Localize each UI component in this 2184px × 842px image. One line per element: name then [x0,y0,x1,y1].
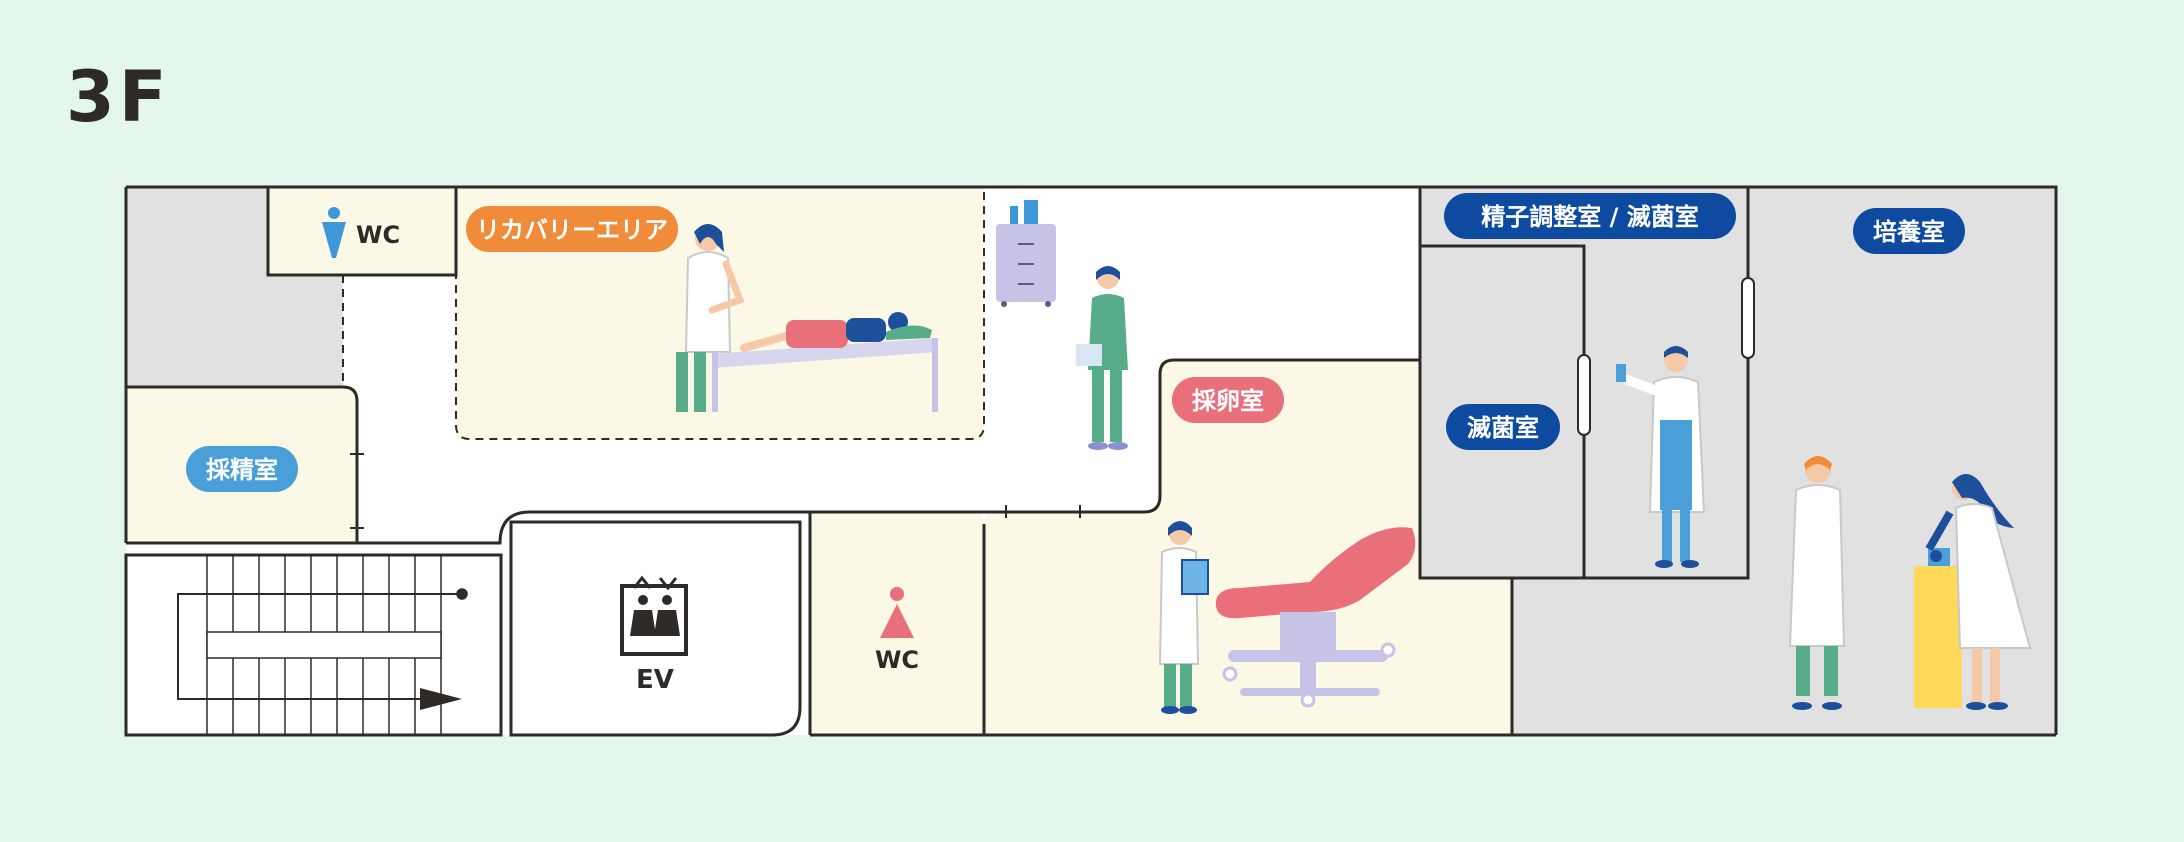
semen-collection-pill: 採精室 [186,446,298,492]
wc-bottom-label: WC [875,646,919,674]
elevator-label: EV [636,665,674,695]
walls [124,185,2058,737]
floor-label: 3F [66,56,171,138]
recovery-label: リカバリーエリア [476,216,668,244]
egg-retrieval-doctor-illustration [1158,521,1209,714]
culture-scientist-illustration [1788,456,1846,710]
egg-retrieval-pill: 採卵室 [1172,377,1284,423]
sperm-prep-pill: 精子調整室 / 滅菌室 [1444,193,1736,239]
stairs-icon [177,555,468,735]
recovery-pill: リカバリーエリア [466,206,678,252]
wc-top-room [268,187,456,275]
sterilization-label: 滅菌室 [1467,414,1539,442]
dashed-boundaries [342,187,985,440]
semen-collection-label: 採精室 [206,456,278,484]
male-icon [322,207,346,258]
microscope-illustration [1914,510,1962,708]
culture-label: 培養室 [1873,218,1945,246]
sperm-prep-label: 精子調整室 / 滅菌室 [1481,203,1698,231]
medicine-cart-illustration [996,200,1056,307]
door-marks [350,453,1081,529]
exam-chair-illustration [1215,527,1416,708]
egg-retrieval-label: 採卵室 [1192,387,1264,415]
wc-top-label: WC [356,221,400,249]
door-handles [1577,277,1755,436]
recovery-bed-illustration [712,312,938,412]
recovery-doctor-illustration [676,224,745,412]
microscope-scientist-illustration [1952,474,2032,710]
sterilization-pill: 滅菌室 [1446,404,1560,450]
culture-pill: 培養室 [1853,208,1965,254]
egg-retrieval-room [984,360,1512,735]
elevator-icon [620,575,688,656]
female-icon [880,587,914,638]
nurse-illustration [1076,266,1128,450]
lab-scientist-illustration [1616,346,1706,568]
